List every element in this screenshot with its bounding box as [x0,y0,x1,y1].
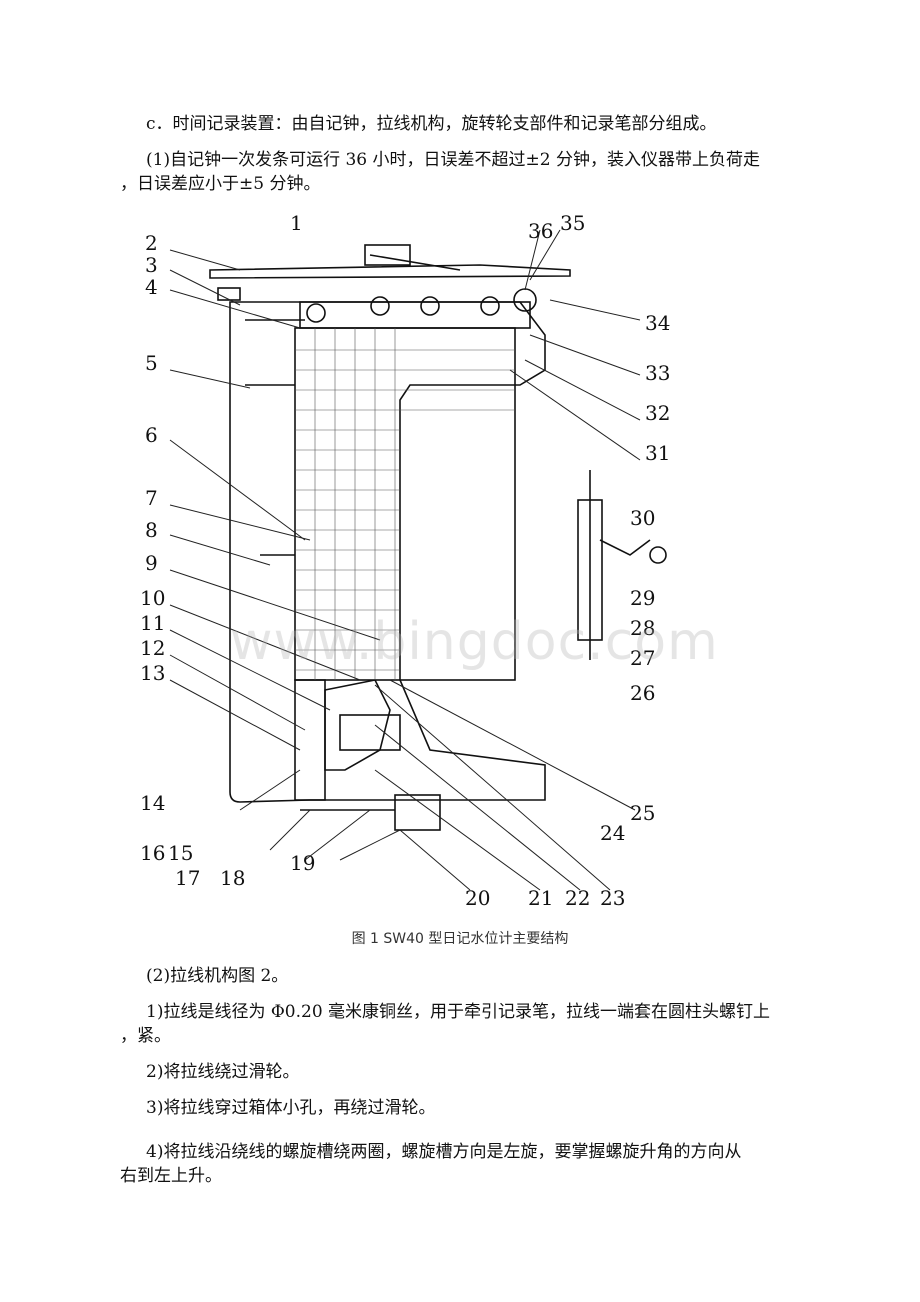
figure-caption: 图 1 SW40 型日记水位计主要结构 [351,931,569,947]
label-34: 34 [645,311,670,335]
paragraph-2: (2)拉线机构图 2。 [146,966,289,986]
label-31: 31 [645,441,670,465]
paragraph-1: (1)自记钟一次发条可运行 36 小时，日误差不超过±2 分钟，装入仪器带上负荷… [146,150,760,170]
label-30: 30 [630,506,655,530]
label-2: 2 [145,231,158,255]
paragraph-2-2: 2)将拉线绕过滑轮。 [146,1062,300,1082]
paragraph-2-1-cont: ，紧。 [120,1026,171,1046]
label-26: 26 [630,681,655,705]
paragraph-2-1: 1)拉线是线径为 Φ0.20 毫米康铜丝，用于牵引记录笔，拉线一端套在圆柱头螺钉… [146,1002,771,1022]
label-19: 19 [290,851,315,875]
label-1: 1 [290,211,303,235]
label-20: 20 [465,886,490,910]
label-29: 29 [630,586,655,610]
label-9: 9 [145,551,158,575]
label-28: 28 [630,616,655,640]
label-36: 36 [528,219,553,243]
label-15: 15 [168,841,193,865]
label-3: 3 [145,253,158,277]
label-35: 35 [560,211,585,235]
paragraph-1-cont: ，日误差应小于±5 分钟。 [120,174,321,194]
label-5: 5 [145,351,158,375]
label-12: 12 [140,636,165,660]
diagram-svg: 2 3 4 5 6 7 8 9 10 11 12 13 14 16 15 17 … [140,211,670,910]
label-33: 33 [645,361,670,385]
label-32: 32 [645,401,670,425]
label-24: 24 [600,821,625,845]
paragraph-c: c．时间记录装置：由自记钟，拉线机构，旋转轮支部件和记录笔部分组成。 [146,114,717,134]
label-16: 16 [140,841,165,865]
label-25: 25 [630,801,655,825]
label-10: 10 [140,586,165,610]
label-13: 13 [140,661,165,685]
label-14: 14 [140,791,165,815]
label-11: 11 [140,611,165,635]
label-21: 21 [528,886,553,910]
label-22: 22 [565,886,590,910]
watermark-text: www.bingdoc.com [230,612,719,672]
paragraph-2-4-cont: 右到左上升。 [120,1166,222,1186]
label-18: 18 [220,866,245,890]
label-8: 8 [145,518,158,542]
label-23: 23 [600,886,625,910]
paragraph-2-4: 4)将拉线沿绕线的螺旋槽绕两圈，螺旋槽方向是左旋，要掌握螺旋升角的方向从 [146,1142,742,1162]
label-7: 7 [145,486,158,510]
structure-diagram: 2 3 4 5 6 7 8 9 10 11 12 13 14 16 15 17 … [130,210,690,910]
label-27: 27 [630,646,655,670]
paragraph-2-3: 3)将拉线穿过箱体小孔，再绕过滑轮。 [146,1098,436,1118]
label-17: 17 [175,866,200,890]
label-4: 4 [145,275,158,299]
label-6: 6 [145,423,158,447]
